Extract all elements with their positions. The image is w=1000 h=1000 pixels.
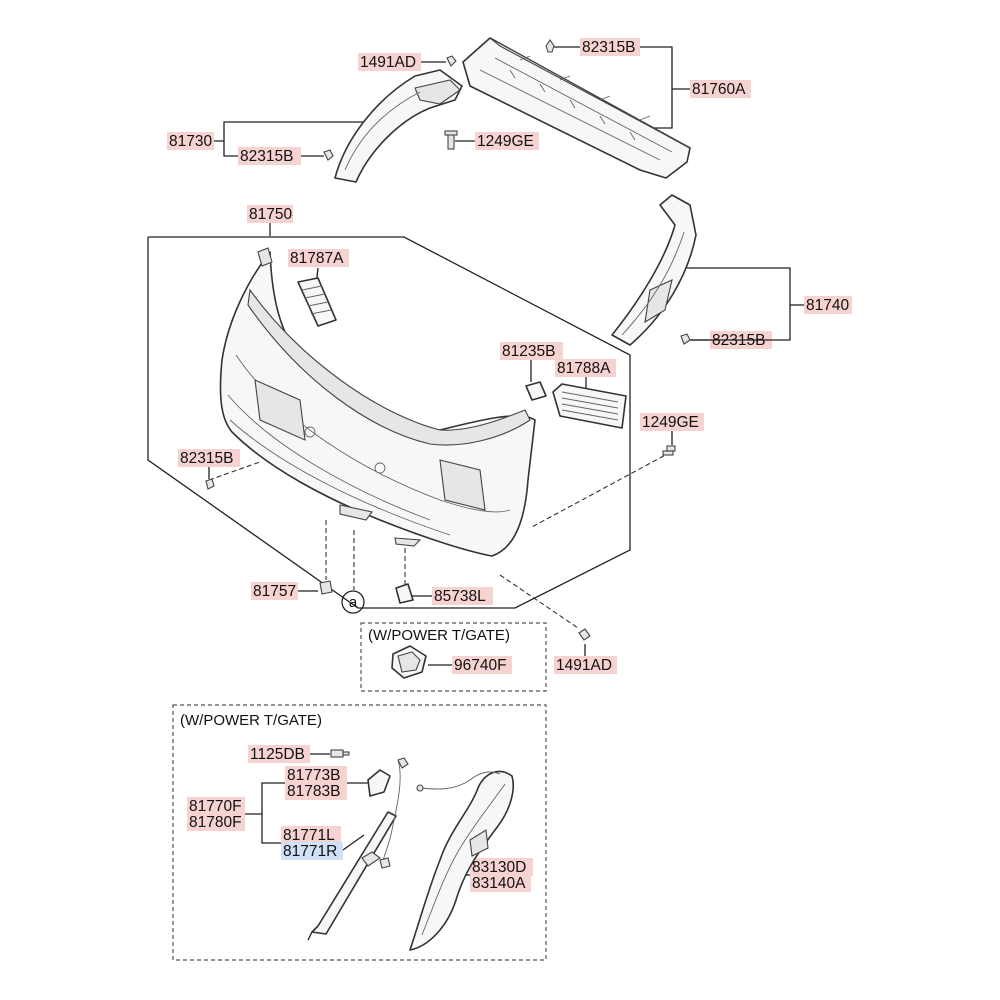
label-81771R[interactable]: 81771R	[283, 843, 337, 860]
label-81770F[interactable]: 81770F	[189, 798, 242, 815]
label-bg-1249GE-right	[640, 413, 704, 431]
clip-82315B-right	[680, 333, 691, 345]
label-bg-81770F	[187, 797, 245, 815]
label-bg-85738L	[432, 587, 493, 605]
label-bg-81771R	[281, 842, 343, 860]
label-81773B[interactable]: 81773B	[287, 767, 340, 784]
label-82315B-right[interactable]: 82315B	[712, 332, 765, 349]
trim-panel-81760A	[462, 37, 691, 179]
label-bg-1125DB	[248, 745, 310, 763]
tailgate-trim-81750	[219, 247, 536, 557]
bolt-1125DB	[330, 749, 350, 758]
label-81730[interactable]: 81730	[169, 133, 212, 150]
label-81750[interactable]: 81750	[249, 206, 292, 223]
label-bg-1491AD-bottom	[554, 656, 617, 674]
label-1491AD-bottom[interactable]: 1491AD	[556, 657, 612, 674]
label-96740F[interactable]: 96740F	[454, 657, 507, 674]
panel-83130D	[409, 770, 514, 951]
label-83140A[interactable]: 83140A	[472, 875, 526, 892]
label-bg-81760A	[690, 80, 751, 98]
dashed-guides	[208, 451, 672, 629]
motor-96740F	[391, 645, 427, 679]
label-82315B-top[interactable]: 82315B	[582, 39, 635, 56]
power-tgate-box-1	[360, 622, 547, 692]
leader-lines	[208, 46, 804, 876]
bolt-1249GE-right	[662, 445, 676, 456]
reference-marker: a	[341, 590, 365, 614]
label-81788A[interactable]: 81788A	[557, 360, 611, 377]
label-bg-81750	[247, 205, 293, 223]
clip-81757	[319, 580, 333, 595]
label-bg-82315B-left	[178, 449, 240, 467]
grille-81788A	[552, 383, 627, 429]
label-1491AD-top[interactable]: 1491AD	[360, 54, 416, 71]
label-backgrounds	[167, 38, 852, 892]
label-1125DB[interactable]: 1125DB	[250, 746, 305, 763]
label-81771L[interactable]: 81771L	[283, 827, 335, 844]
label-83130D[interactable]: 83130D	[472, 859, 526, 876]
label-81740[interactable]: 81740	[806, 297, 849, 314]
label-bg-83140A	[470, 874, 531, 892]
label-bg-96740F	[452, 656, 512, 674]
bracket-81773B	[367, 769, 391, 797]
label-bg-81757	[251, 582, 298, 600]
label-bg-1249GE-top	[475, 132, 539, 150]
label-bg-83130D	[470, 858, 533, 876]
label-bg-81787A	[288, 249, 349, 267]
label-81780F[interactable]: 81780F	[189, 814, 242, 831]
label-bg-81730	[167, 132, 214, 150]
pillar-trim-81740	[611, 194, 697, 346]
label-bg-81773B	[285, 766, 347, 784]
label-1249GE-right[interactable]: 1249GE	[642, 414, 699, 431]
label-81760A[interactable]: 81760A	[692, 81, 746, 98]
label-bg-81780F	[187, 813, 245, 831]
label-81787A[interactable]: 81787A	[290, 250, 344, 267]
label-81235B[interactable]: 81235B	[502, 343, 555, 360]
label-bg-81788A	[555, 359, 616, 377]
bracket-85738L	[395, 583, 414, 604]
label-82315B-left[interactable]: 82315B	[180, 450, 233, 467]
label-bg-82315B-top	[580, 38, 640, 56]
label-bg-81740	[804, 296, 852, 314]
label-bg-81235B	[500, 342, 563, 360]
clip-1491AD-bottom	[578, 628, 591, 641]
clip-1491AD-top	[446, 55, 457, 67]
label-81783B[interactable]: 81783B	[287, 783, 340, 800]
label-82315B-left-top[interactable]: 82315B	[240, 148, 293, 165]
labels: 1491AD 82315B 81760A 81730 82315B 1249GE…	[169, 39, 849, 892]
strut-81771L	[307, 757, 409, 941]
label-1249GE-top[interactable]: 1249GE	[477, 133, 534, 150]
note-power-tgate-1: (W/POWER T/GATE)	[368, 627, 510, 644]
pillar-trim-81730	[334, 69, 463, 183]
label-bg-82315B-left-top	[238, 147, 301, 165]
label-81757[interactable]: 81757	[253, 583, 296, 600]
label-bg-81783B	[285, 782, 347, 800]
power-tgate-box-2	[172, 704, 547, 961]
ref-marker-text: a	[349, 594, 358, 611]
clip-82315B-left-top	[323, 149, 334, 161]
label-bg-1491AD-top	[358, 53, 421, 71]
label-bg-81771L	[281, 826, 341, 844]
grille-81787A	[297, 277, 337, 327]
bolt-1249GE-top	[444, 130, 458, 150]
note-power-tgate-2: (W/POWER T/GATE)	[180, 712, 322, 729]
bracket-81235B	[525, 381, 547, 401]
clip-82315B-left	[205, 478, 215, 490]
assembly-frame	[147, 236, 631, 609]
label-85738L[interactable]: 85738L	[434, 588, 486, 605]
clip-82315B-top	[545, 39, 555, 53]
